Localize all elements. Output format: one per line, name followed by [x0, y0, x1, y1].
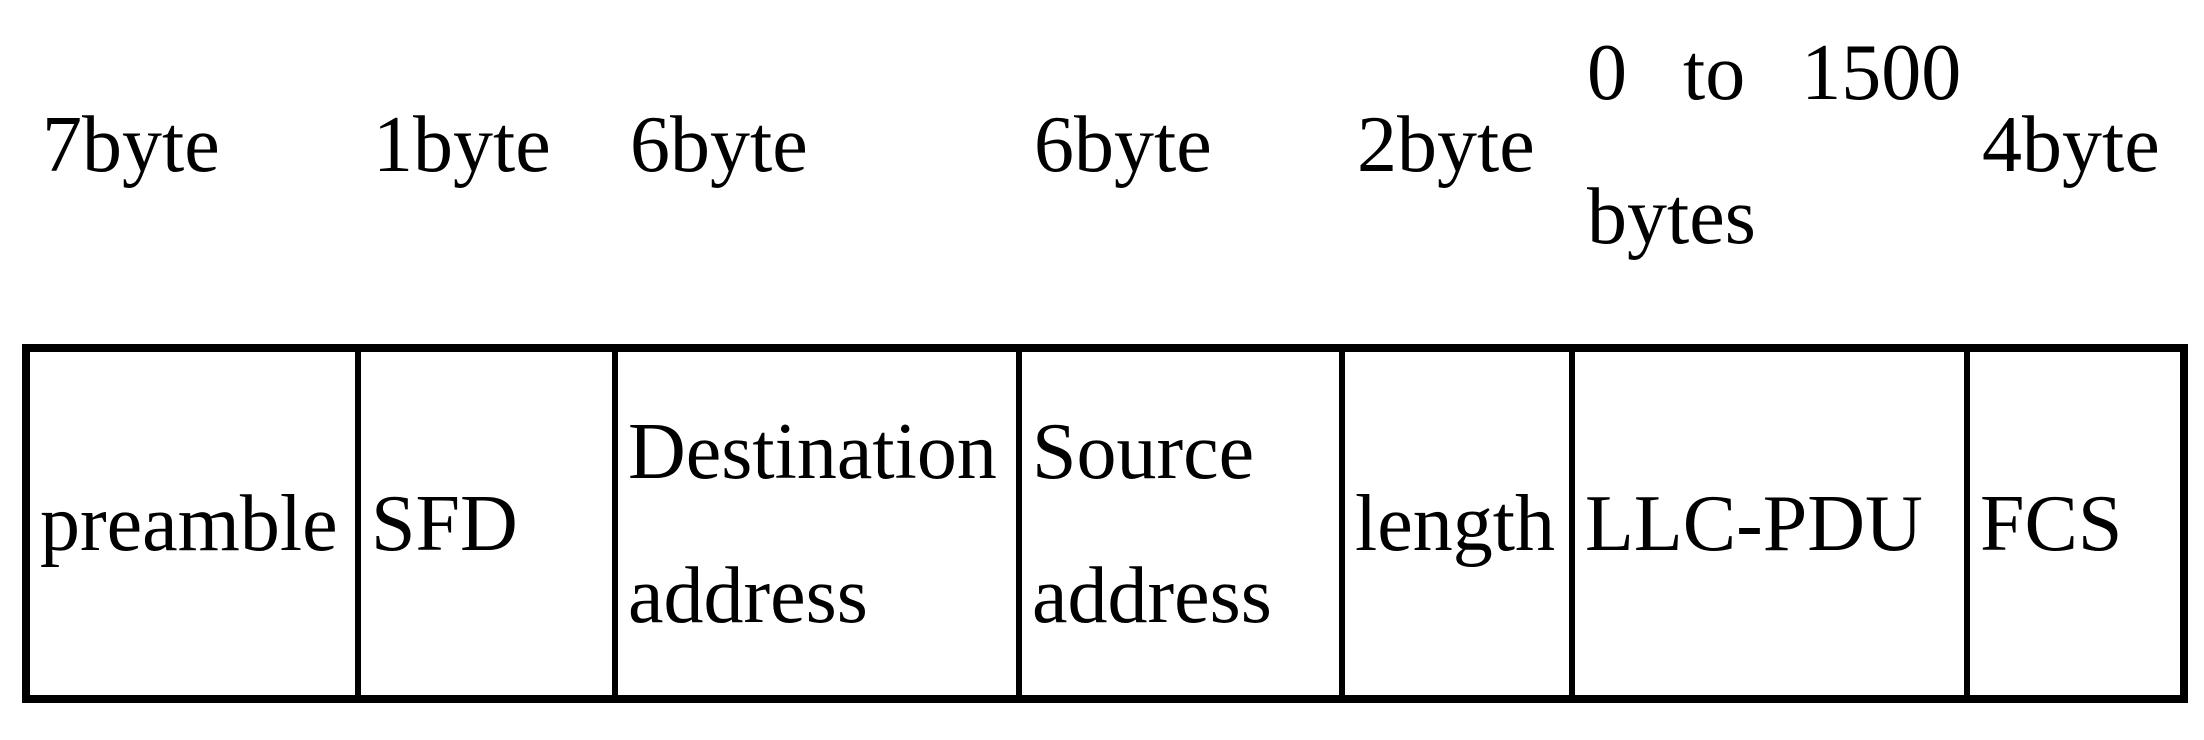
- size-label-llc-pdu: 0 to 1500 bytes: [1575, 1, 1964, 289]
- size-label-preamble: 7byte: [30, 73, 355, 217]
- frame-field-sfd: SFD: [361, 352, 612, 695]
- frame-field-fcs: FCS: [1970, 352, 2180, 695]
- frame-field-destination-address: Destination address: [618, 352, 1016, 695]
- frame-field-preamble: preamble: [30, 352, 355, 695]
- size-label-length: 2byte: [1345, 73, 1569, 217]
- size-label-text: 6byte: [630, 101, 808, 189]
- size-label-sfd: 1byte: [361, 73, 612, 217]
- size-label-text: 2byte: [1357, 101, 1535, 189]
- frame-field-source-address: Source address: [1022, 352, 1339, 695]
- frame-field-llc-pdu: LLC-PDU: [1575, 352, 1964, 695]
- frame-field-length: length: [1345, 352, 1569, 695]
- size-label-destination-address: 6byte: [618, 73, 1016, 217]
- frame-structure-table: preamble SFD Destination address Source …: [22, 344, 2188, 703]
- size-label-text: 6byte: [1034, 101, 1212, 189]
- size-label-text-line1: 0 to 1500: [1587, 29, 1962, 117]
- size-label-text: 7byte: [42, 101, 220, 189]
- size-label-text: 4byte: [1982, 101, 2160, 189]
- size-label-text-line2: bytes: [1587, 173, 1756, 261]
- size-label-text: 1byte: [373, 101, 551, 189]
- size-label-fcs: 4byte: [1970, 73, 2180, 217]
- size-label-source-address: 6byte: [1022, 73, 1339, 217]
- byte-size-label-row: 7byte 1byte 6byte 6byte 2byte 0 to 1500 …: [30, 0, 2180, 290]
